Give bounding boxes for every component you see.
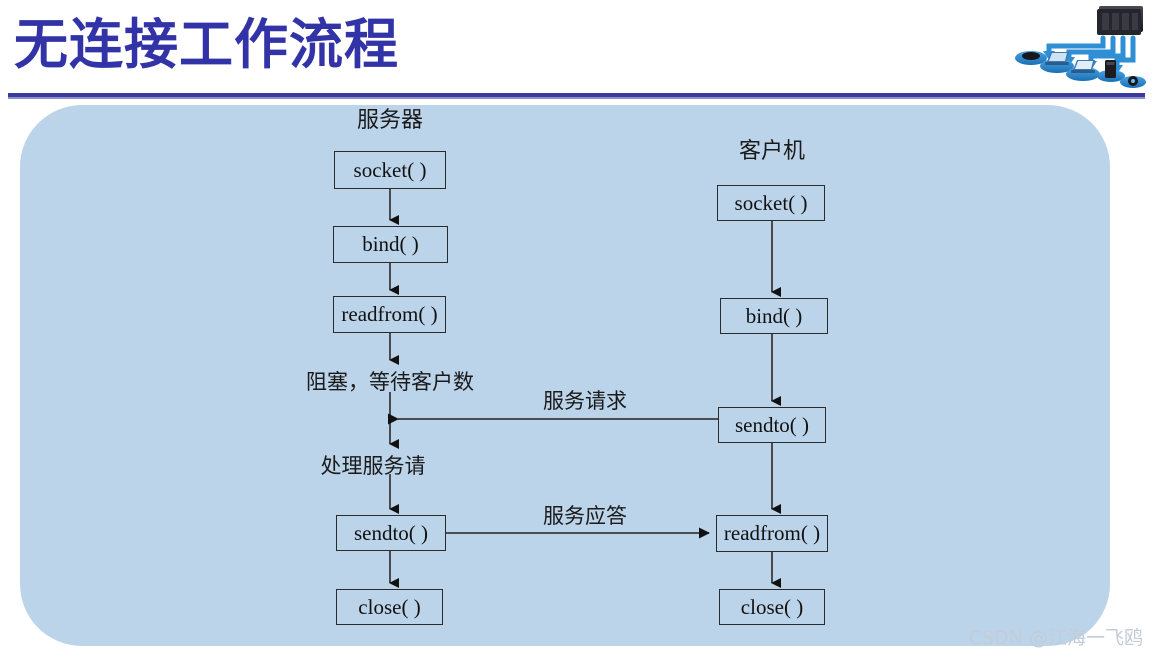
network-topology-clipart-icon — [999, 2, 1149, 90]
client-node-readfrom[interactable]: readfrom( ) — [716, 515, 828, 552]
csdn-watermark: CSDN @江海一飞鸥 — [968, 627, 1143, 649]
client-column-title: 客户机 — [738, 139, 806, 164]
server-node-readfrom[interactable]: readfrom( ) — [333, 296, 446, 333]
diagram-panel — [20, 105, 1110, 646]
client-node-socket[interactable]: socket( ) — [717, 185, 825, 221]
server-node-sendto[interactable]: sendto( ) — [336, 515, 446, 551]
page-title: 无连接工作流程 — [14, 13, 399, 76]
edge-label-service-request: 服务请求 — [543, 389, 627, 413]
server-node-bind[interactable]: bind( ) — [333, 226, 448, 263]
edge-label-service-reply: 服务应答 — [543, 504, 627, 528]
server-column-title: 服务器 — [356, 108, 424, 133]
client-node-close[interactable]: close( ) — [719, 589, 825, 625]
client-node-sendto[interactable]: sendto( ) — [718, 407, 826, 443]
server-label-block-wait: 阻塞，等待客户数 — [306, 370, 474, 394]
server-node-close[interactable]: close( ) — [336, 589, 443, 625]
title-divider — [8, 93, 1145, 97]
slide-header: 无连接工作流程 — [0, 0, 1159, 100]
client-node-bind[interactable]: bind( ) — [720, 298, 828, 334]
title-divider-secondary — [8, 97, 1145, 99]
server-node-socket[interactable]: socket( ) — [334, 151, 446, 189]
server-label-handle-request: 处理服务请 — [320, 454, 426, 478]
